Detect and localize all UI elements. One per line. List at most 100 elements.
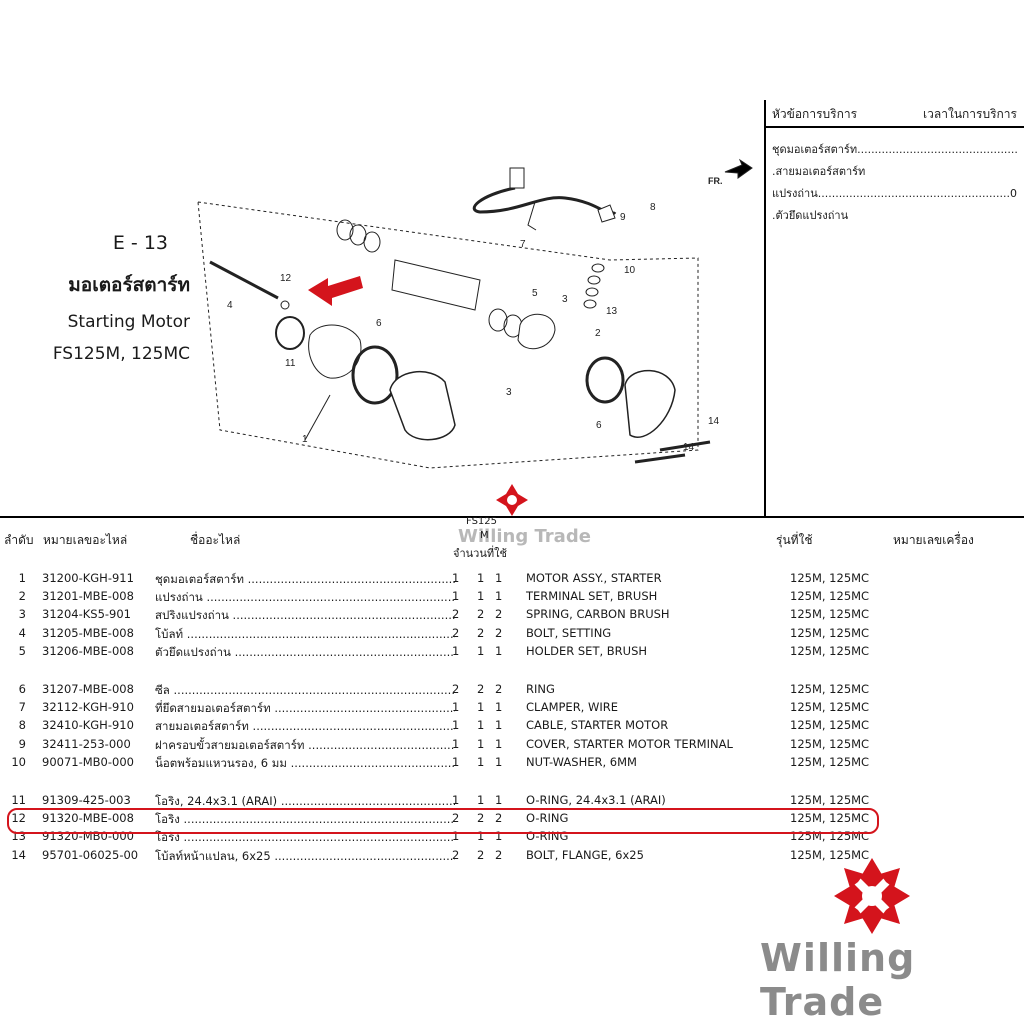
callout-label: 7 bbox=[520, 239, 526, 250]
col-header-engine: หมายเลขเครื่อง bbox=[893, 533, 974, 547]
cell-q2: 1 bbox=[477, 700, 485, 714]
cell-model: 125M, 125MC bbox=[790, 571, 870, 585]
cell-th: โอริง ..................................… bbox=[155, 812, 455, 826]
cell-part: 90071-MB0-000 bbox=[42, 755, 134, 769]
cell-model: 125M, 125MC bbox=[790, 793, 870, 807]
cell-q1: 2 bbox=[452, 848, 460, 862]
callout-label: 5 bbox=[532, 288, 538, 299]
callout-label: 12 bbox=[280, 273, 292, 284]
armature-part bbox=[391, 259, 481, 311]
cell-q2: 1 bbox=[477, 793, 485, 807]
rear-cover-part bbox=[624, 369, 676, 438]
cell-part: 31200-KGH-911 bbox=[42, 571, 134, 585]
cell-th: แปรงถ่าน ...............................… bbox=[155, 590, 455, 604]
cell-part: 32410-KGH-910 bbox=[42, 718, 134, 732]
cell-th: น็อตพร้อมแหวนรอง, 6 มม .................… bbox=[155, 756, 455, 770]
cell-model: 125M, 125MC bbox=[790, 848, 870, 862]
seal-part bbox=[488, 308, 508, 332]
washer-part bbox=[583, 299, 597, 309]
cell-th: ชุดมอเตอร์สตาร์ท .......................… bbox=[155, 572, 455, 586]
service-col-topic: หัวข้อการบริการ bbox=[772, 107, 858, 121]
table-row: 1 31200-KGH-911 ชุดมอเตอร์สตาร์ท .........… bbox=[0, 571, 1024, 589]
ring-6-left-part bbox=[351, 345, 399, 405]
col-header-qty-model: FS125 bbox=[466, 516, 498, 527]
service-row: ชุดมอเตอร์สตาร์ท........................… bbox=[772, 143, 1017, 156]
cell-no: 4 bbox=[18, 626, 26, 640]
cell-part: 95701-06025-00 bbox=[42, 848, 139, 862]
cell-no: 5 bbox=[18, 644, 26, 658]
cell-en: O-RING bbox=[526, 811, 569, 825]
callout-label: 11 bbox=[285, 358, 296, 369]
cell-model: 125M, 125MC bbox=[790, 589, 870, 603]
cell-model: 125M, 125MC bbox=[790, 718, 870, 732]
table-row: 7 32112-KGH-910 ที่ยึดสายมอเตอร์สตาร์ท ...… bbox=[0, 700, 1024, 718]
cell-part: 32112-KGH-910 bbox=[42, 700, 134, 714]
cell-q3: 1 bbox=[495, 571, 503, 585]
cell-th: ที่ยึดสายมอเตอร์สตาร์ท .................… bbox=[155, 701, 455, 715]
cell-q3: 1 bbox=[495, 829, 503, 843]
direction-label: FR. bbox=[708, 176, 723, 186]
cell-q3: 1 bbox=[495, 718, 503, 732]
service-col-time: เวลาในการบริการ bbox=[923, 107, 1017, 121]
yoke-part bbox=[389, 371, 456, 441]
callout-label: 6 bbox=[376, 318, 382, 329]
ring-6-right-part bbox=[585, 356, 625, 404]
cell-q2: 1 bbox=[477, 737, 485, 751]
cell-no: 11 bbox=[11, 793, 26, 807]
exploded-diagram: 1 2 3 3 4 5 6 6 7 8 9 10 11 12 13 14 14 … bbox=[197, 158, 753, 469]
col-header-model: รุ่นที่ใช้ bbox=[776, 533, 813, 547]
cable-part bbox=[472, 186, 617, 216]
callout-label: 3 bbox=[506, 387, 512, 398]
cell-en: O-RING, 24.4x3.1 (ARAI) bbox=[526, 793, 666, 807]
callout-label: 8 bbox=[650, 202, 656, 213]
cell-en: RING bbox=[526, 682, 555, 696]
cell-q1: 1 bbox=[452, 718, 460, 732]
cell-th: โบ้ลท์ .................................… bbox=[155, 627, 455, 641]
washer-part bbox=[587, 275, 601, 285]
service-header-line bbox=[764, 126, 1024, 128]
cell-part: 31206-MBE-008 bbox=[42, 644, 134, 658]
cell-model: 125M, 125MC bbox=[790, 607, 870, 621]
cell-no: 8 bbox=[18, 718, 26, 732]
cell-q2: 1 bbox=[477, 589, 485, 603]
cell-q1: 1 bbox=[452, 829, 460, 843]
cell-en: SPRING, CARBON BRUSH bbox=[526, 607, 670, 621]
callout-label: 10 bbox=[624, 265, 636, 276]
cell-q1: 2 bbox=[452, 811, 460, 825]
cell-th: โบ้ลท์หน้าแปลน, 6x25 ...................… bbox=[155, 849, 455, 863]
col-header-part: หมายเลขอะไหล่ bbox=[43, 533, 128, 547]
cell-no: 7 bbox=[18, 700, 26, 714]
cell-q2: 1 bbox=[477, 644, 485, 658]
bolt-flange-part bbox=[659, 440, 711, 452]
callout-label: 13 bbox=[606, 306, 618, 317]
brush-holder-part bbox=[517, 313, 556, 350]
cell-part: 91320-MBE-008 bbox=[42, 811, 134, 825]
callout-label: 14 bbox=[708, 416, 720, 427]
brand-name: Willing Trade bbox=[760, 936, 916, 1024]
callout-label: 9 bbox=[620, 212, 626, 223]
cell-q1: 1 bbox=[452, 700, 460, 714]
bolt-setting-part bbox=[209, 260, 279, 300]
cell-q1: 1 bbox=[452, 755, 460, 769]
service-row: .สายมอเตอร์สตาร์ท bbox=[772, 165, 866, 178]
cell-q2: 1 bbox=[477, 718, 485, 732]
service-row: แปรงถ่าน................................… bbox=[772, 187, 1017, 200]
cell-q1: 1 bbox=[452, 589, 460, 603]
clamper-part bbox=[527, 201, 537, 231]
col-header-qty: จำนวนที่ใช้ bbox=[453, 547, 507, 560]
callout-label: 14 bbox=[683, 442, 695, 453]
cell-part: 91309-425-003 bbox=[42, 793, 131, 807]
cell-th: โอริง, 24.4x3.1 (ARAI) .................… bbox=[155, 794, 455, 808]
cell-q2: 2 bbox=[477, 848, 485, 862]
cell-th: ฝาครอบขั้วสายมอเตอร์สตาร์ท .............… bbox=[155, 738, 455, 752]
cell-part: 31207-MBE-008 bbox=[42, 682, 134, 696]
cell-q3: 1 bbox=[495, 755, 503, 769]
service-panel: หัวข้อการบริการ เวลาในการบริการ ชุดมอเตอ… bbox=[772, 105, 1017, 224]
service-row: .ตัวยึดแปรงถ่าน bbox=[772, 209, 849, 222]
